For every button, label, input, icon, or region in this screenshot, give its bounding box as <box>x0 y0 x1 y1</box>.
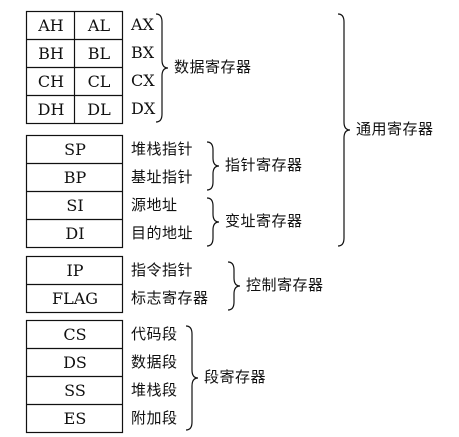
register-cell-sp: SP <box>64 140 86 159</box>
register-desc-di: 目的地址 <box>131 224 194 242</box>
register-desc-si: 源地址 <box>131 196 178 214</box>
register-desc-flag: 标志寄存器 <box>131 289 209 307</box>
register-cell-bl: BL <box>87 44 111 63</box>
register-cell-cs: CS <box>63 325 87 344</box>
general-registers-label: 通用寄存器 <box>356 120 434 138</box>
register-desc-bp: 基址指针 <box>131 168 194 186</box>
register-desc-ss: 堆栈段 <box>131 381 178 399</box>
general-registers-brace <box>337 13 351 247</box>
pointer-registers-brace <box>206 141 220 191</box>
register-desc-cs: 代码段 <box>131 325 178 343</box>
register-cell-ch: CH <box>37 72 65 91</box>
segment-registers-label: 段寄存器 <box>204 368 267 386</box>
register-cell-cl: CL <box>87 72 111 91</box>
register-name-ax: AX <box>131 15 154 34</box>
register-cell-dh: DH <box>37 100 65 119</box>
register-desc-sp: 堆栈指针 <box>131 140 194 158</box>
index-registers-label: 变址寄存器 <box>225 212 303 230</box>
register-cell-di: DI <box>65 224 85 243</box>
register-cell-bh: BH <box>38 44 64 63</box>
register-cell-ss: SS <box>64 381 86 400</box>
data-registers-label: 数据寄存器 <box>174 58 252 76</box>
pointer-registers-label: 指针寄存器 <box>225 156 303 174</box>
register-name-bx: BX <box>131 43 155 62</box>
index-registers-brace <box>206 197 220 247</box>
control-registers-brace <box>227 261 241 311</box>
data-registers-brace <box>155 13 169 123</box>
register-cell-ip: IP <box>66 261 84 280</box>
register-cell-ah: AH <box>38 16 64 35</box>
register-cell-bp: BP <box>63 168 87 187</box>
segment-registers-brace <box>185 325 199 431</box>
register-cell-ds: DS <box>63 353 87 372</box>
register-cell-al: AL <box>87 16 111 35</box>
register-desc-es: 附加段 <box>131 409 178 427</box>
register-desc-ip: 指令指针 <box>131 261 194 279</box>
register-cell-dl: DL <box>87 100 111 119</box>
register-name-dx: DX <box>131 99 156 118</box>
register-desc-ds: 数据段 <box>131 353 178 371</box>
register-cell-si: SI <box>66 196 84 215</box>
register-cell-es: ES <box>63 409 87 428</box>
register-name-cx: CX <box>131 71 155 90</box>
register-cell-flag: FLAG <box>51 289 99 308</box>
control-registers-label: 控制寄存器 <box>246 276 324 294</box>
